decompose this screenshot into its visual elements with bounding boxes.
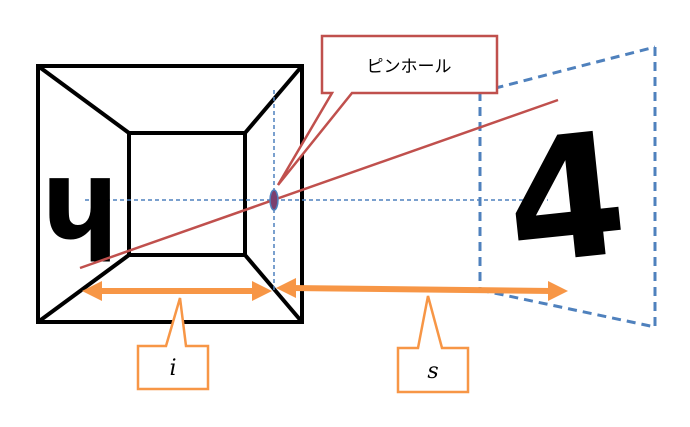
i-callout-shape bbox=[136, 297, 210, 391]
camera-edge-top-left bbox=[36, 64, 131, 135]
arrow-s-head-right bbox=[548, 281, 568, 301]
pinhole-icon bbox=[269, 189, 279, 211]
arrow-i-head-right bbox=[252, 281, 272, 301]
arrow-s-shaft bbox=[289, 285, 553, 294]
object-glyph: 4 bbox=[497, 95, 635, 304]
camera-edge-bottom-left bbox=[36, 253, 131, 324]
camera-outer-frame bbox=[36, 64, 304, 324]
i-callout: i bbox=[136, 297, 210, 391]
s-callout-label: s bbox=[427, 359, 438, 384]
i-callout-label: i bbox=[169, 356, 176, 381]
light-ray bbox=[79, 98, 559, 270]
camera-inner-frame bbox=[127, 131, 247, 257]
object-frame bbox=[478, 45, 657, 329]
arrow-i-head-left bbox=[82, 281, 102, 301]
pinhole-callout-label: ピンホール bbox=[367, 57, 452, 77]
distance-arrows bbox=[82, 278, 568, 301]
arrow-s-head-left bbox=[276, 278, 296, 298]
inverted-image-glyph: h bbox=[41, 152, 119, 280]
pinhole-callout-shape bbox=[276, 34, 499, 186]
pinhole-callout: ピンホール bbox=[276, 34, 499, 186]
s-callout-shape bbox=[396, 295, 470, 394]
s-callout: s bbox=[396, 295, 470, 394]
